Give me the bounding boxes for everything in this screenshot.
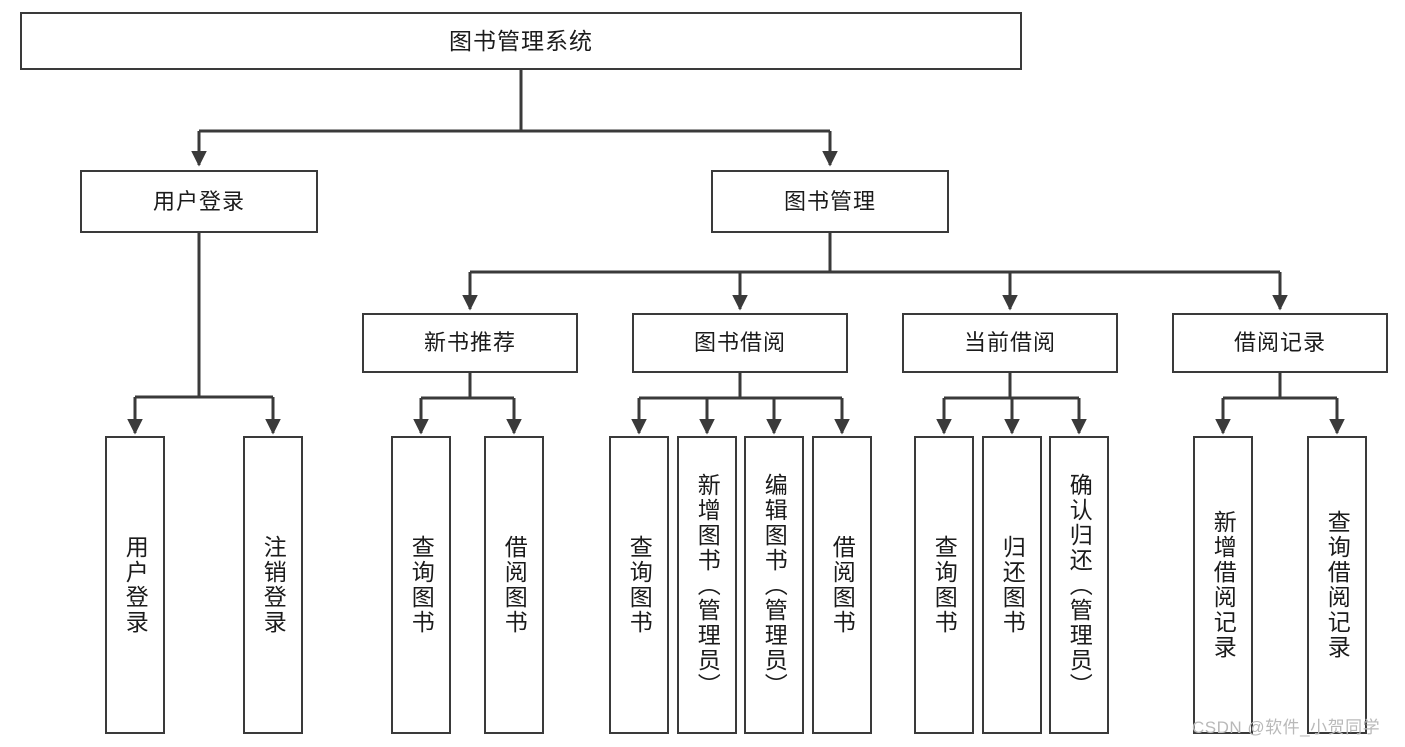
node-label: 图书管理系统	[449, 27, 593, 54]
node-label: 注销登录	[260, 535, 287, 635]
node-label: 当前借阅	[963, 330, 1056, 356]
node-leaf-edit-book[interactable]: 编辑图书（管理员）	[744, 436, 804, 734]
node-root-system[interactable]: 图书管理系统	[20, 12, 1022, 70]
node-current-borrow[interactable]: 当前借阅	[902, 313, 1118, 373]
node-book-borrow[interactable]: 图书借阅	[632, 313, 848, 373]
node-label: 新增借阅记录	[1210, 510, 1237, 660]
node-leaf-confirm-return[interactable]: 确认归还（管理员）	[1049, 436, 1109, 734]
node-leaf-borrow-book-2[interactable]: 借阅图书	[812, 436, 872, 734]
csdn-watermark: CSDN @软件_小贺同学	[1192, 718, 1381, 737]
node-leaf-query-record[interactable]: 查询借阅记录	[1307, 436, 1367, 734]
node-label: 用户登录	[152, 188, 245, 214]
node-borrow-record[interactable]: 借阅记录	[1172, 313, 1388, 373]
node-label: 编辑图书（管理员）	[761, 472, 788, 698]
node-new-book-recommend[interactable]: 新书推荐	[362, 313, 578, 373]
node-label: 借阅记录	[1233, 330, 1326, 356]
node-leaf-add-record[interactable]: 新增借阅记录	[1193, 436, 1253, 734]
node-label: 确认归还（管理员）	[1066, 472, 1093, 698]
node-book-manage[interactable]: 图书管理	[711, 170, 949, 233]
node-label: 新增图书（管理员）	[694, 472, 721, 698]
node-leaf-user-login[interactable]: 用户登录	[105, 436, 165, 734]
node-leaf-return-book[interactable]: 归还图书	[982, 436, 1042, 734]
node-label: 查询图书	[931, 535, 958, 635]
node-label: 新书推荐	[423, 330, 516, 356]
node-label: 借阅图书	[501, 535, 528, 635]
node-leaf-query-book-3[interactable]: 查询图书	[914, 436, 974, 734]
node-label: 图书借阅	[693, 330, 786, 356]
node-user-login[interactable]: 用户登录	[80, 170, 318, 233]
node-label: 查询借阅记录	[1324, 510, 1351, 660]
node-leaf-add-book[interactable]: 新增图书（管理员）	[677, 436, 737, 734]
node-leaf-logout-login[interactable]: 注销登录	[243, 436, 303, 734]
node-leaf-borrow-book-1[interactable]: 借阅图书	[484, 436, 544, 734]
node-label: 借阅图书	[829, 535, 856, 635]
node-leaf-query-book-2[interactable]: 查询图书	[609, 436, 669, 734]
node-label: 查询图书	[408, 535, 435, 635]
node-label: 用户登录	[122, 535, 149, 635]
node-leaf-query-book-1[interactable]: 查询图书	[391, 436, 451, 734]
node-label: 归还图书	[999, 535, 1026, 635]
node-label: 查询图书	[626, 535, 653, 635]
node-label: 图书管理	[783, 188, 876, 214]
